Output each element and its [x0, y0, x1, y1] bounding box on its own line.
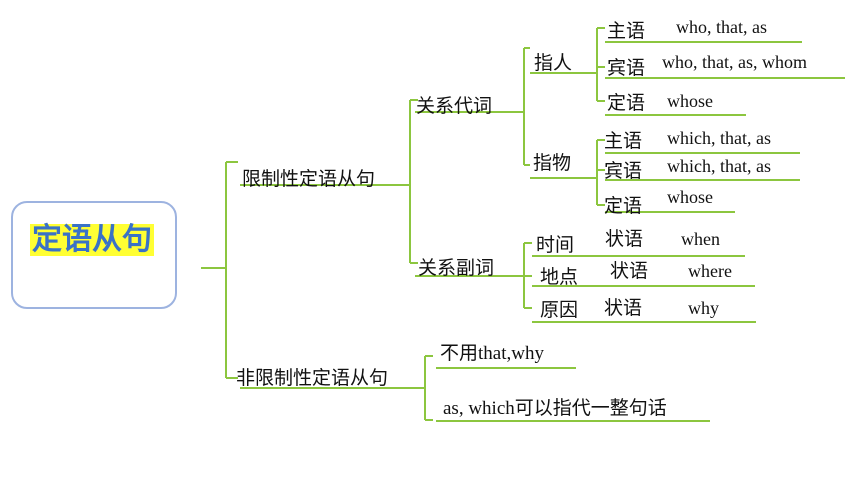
adverb-time-word: when: [681, 229, 720, 249]
relative-adverb-label: 关系副词: [418, 258, 495, 279]
adverb-reason-word: why: [688, 298, 719, 318]
adverb-time-role: 状语: [605, 229, 644, 250]
person-attributive-words: whose: [667, 91, 713, 111]
person-attributive-role: 定语: [607, 93, 646, 114]
adverb-place-type: 地点: [540, 267, 579, 288]
adverb-reason-role: 状语: [604, 298, 643, 319]
thing-subject-role: 主语: [604, 131, 643, 152]
adverb-place-word: where: [688, 261, 732, 281]
thing-object-words: which, that, as: [667, 156, 771, 176]
thing-attributive-role: 定语: [604, 196, 643, 217]
nonrestrictive-note-1: 不用that,why: [440, 343, 544, 364]
pronoun-thing-label: 指物: [533, 153, 572, 174]
pronoun-person-label: 指人: [534, 53, 573, 74]
nonrestrictive-clause-label: 非限制性定语从句: [236, 368, 389, 389]
person-subject-words: who, that, as: [676, 17, 767, 37]
thing-object-role: 宾语: [604, 161, 643, 182]
restrictive-clause-label: 限制性定语从句: [242, 169, 376, 190]
thing-attributive-words: whose: [667, 187, 713, 207]
thing-subject-words: which, that, as: [667, 128, 771, 148]
person-object-role: 宾语: [607, 58, 646, 79]
adverb-place-role: 状语: [610, 261, 649, 282]
adverb-time-type: 时间: [536, 235, 575, 256]
person-object-words: who, that, as, whom: [662, 52, 807, 72]
relative-pronoun-label: 关系代词: [416, 96, 493, 117]
root-node-label: 定语从句: [30, 222, 154, 257]
person-subject-role: 主语: [607, 21, 646, 42]
nonrestrictive-note-2: as, which可以指代一整句话: [443, 398, 667, 419]
adverb-reason-type: 原因: [540, 300, 579, 321]
